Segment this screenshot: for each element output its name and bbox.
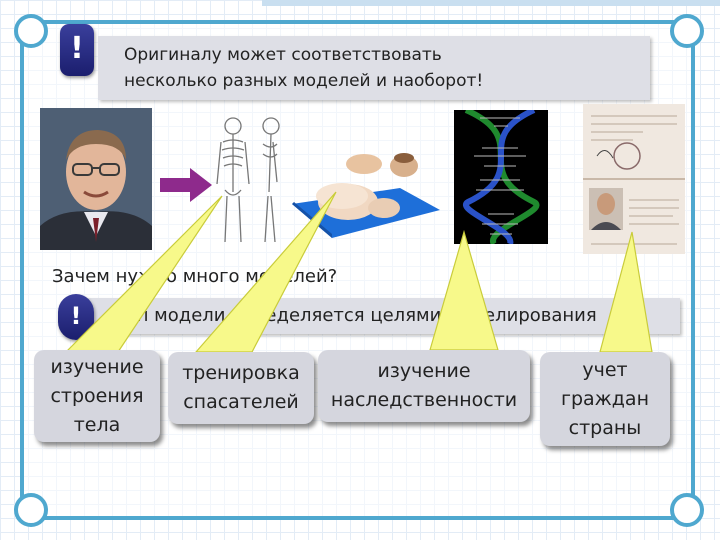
top-accent-line bbox=[262, 0, 720, 6]
label-heredity-study: изучение наследственности bbox=[318, 350, 530, 422]
frame-corner-bottom-right bbox=[670, 493, 704, 527]
label-1-line-1: изучение bbox=[50, 355, 144, 378]
frame-corner-bottom-left bbox=[14, 493, 48, 527]
label-4-line-2: граждан bbox=[560, 387, 649, 410]
dna-helix-icon bbox=[454, 110, 548, 244]
exclamation-icon: ! bbox=[60, 24, 94, 76]
callout-pointer-4 bbox=[599, 231, 653, 353]
callout-pointer-2 bbox=[194, 191, 337, 353]
portrait-photo-icon bbox=[40, 108, 152, 250]
label-body-structure: изучение строения тела bbox=[34, 350, 160, 442]
passport-icon bbox=[583, 104, 685, 254]
frame-corner-top-right bbox=[670, 14, 704, 48]
label-citizen-registry: учет граждан страны bbox=[540, 352, 670, 446]
label-1-line-2: строения bbox=[50, 384, 144, 407]
callout-pointer-1 bbox=[64, 195, 223, 353]
label-2-line-1: тренировка bbox=[182, 362, 300, 384]
callout-pointer-3 bbox=[429, 229, 499, 351]
label-4-line-1: учет bbox=[582, 358, 628, 381]
label-4-line-3: страны bbox=[568, 416, 642, 439]
label-2-line-2: спасателей bbox=[183, 391, 299, 413]
frame-corner-top-left bbox=[14, 14, 48, 48]
label-3-line-2: наследственности bbox=[330, 389, 518, 411]
label-3-line-1: изучение bbox=[377, 360, 471, 382]
label-1-line-3: тела bbox=[73, 413, 121, 436]
arrow-right-icon bbox=[160, 168, 212, 202]
top-banner: Оригиналу может соответствовать нескольк… bbox=[98, 36, 650, 100]
banner-line-1: Оригиналу может соответствовать bbox=[124, 45, 442, 65]
banner-line-2: несколько разных моделей и наоборот! bbox=[124, 71, 484, 91]
skeleton-diagram-icon bbox=[213, 112, 289, 248]
label-rescuer-training: тренировка спасателей bbox=[168, 352, 314, 424]
